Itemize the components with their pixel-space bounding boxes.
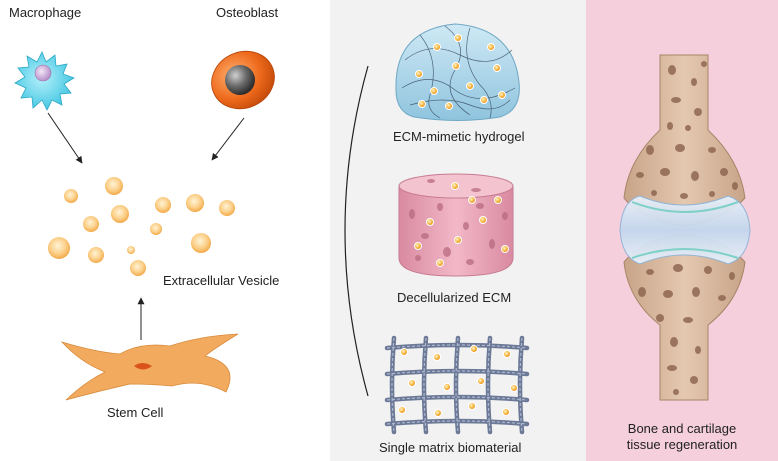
macrophage-cell xyxy=(14,51,75,111)
decellularized-ecm-illustration xyxy=(398,173,514,277)
extracellular-vesicles xyxy=(48,177,235,276)
osteoblast-label: Osteoblast xyxy=(216,5,279,20)
hydrogel-illustration xyxy=(395,23,520,121)
osteoblast-arrow xyxy=(211,117,245,161)
single-matrix-biomaterial-label: Single matrix biomaterial xyxy=(379,440,522,455)
regeneration-label-line-2: tissue regeneration xyxy=(626,437,738,452)
macrophage-arrow xyxy=(47,112,83,164)
decellularized-ecm-label: Decellularized ECM xyxy=(397,290,512,305)
osteoblast-cell xyxy=(211,50,275,110)
regeneration-label-line-1: Bone and cartilage xyxy=(627,421,737,436)
stem-cell xyxy=(60,333,239,401)
extracellular-vesicle-label: Extracellular Vesicle xyxy=(163,273,280,288)
regeneration-label: Bone and cartilage tissue regeneration xyxy=(586,421,778,453)
single-matrix-biomaterial-illustration xyxy=(384,335,530,435)
macrophage-label: Macrophage xyxy=(9,5,82,20)
divider-arc xyxy=(344,65,369,397)
joint-illustration xyxy=(619,54,751,401)
hydrogel-label: ECM-mimetic hydrogel xyxy=(393,129,525,144)
stem-cell-label: Stem Cell xyxy=(107,405,164,420)
